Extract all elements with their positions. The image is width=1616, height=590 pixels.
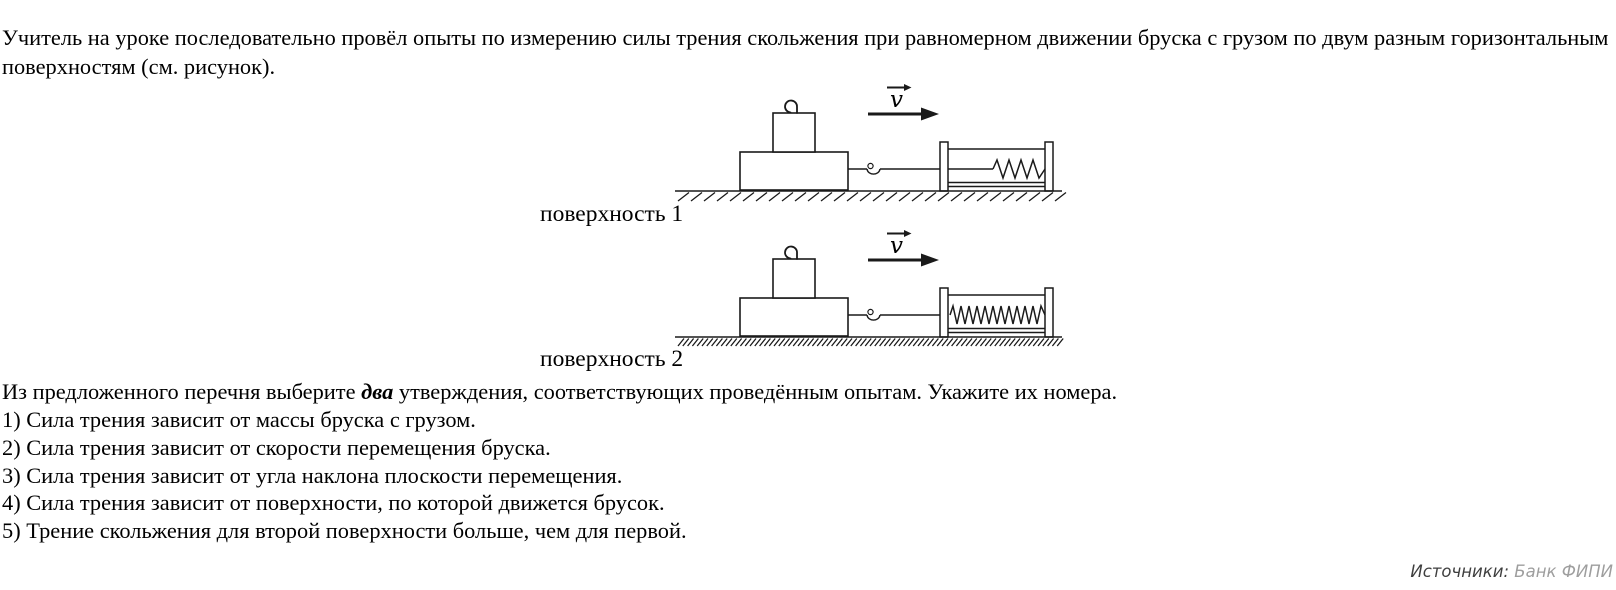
prompt-suffix: утверждения, соответствующих проведённым… — [393, 379, 1118, 404]
velocity-label: v — [890, 87, 903, 113]
prompt-emphasis: два — [361, 379, 394, 404]
spring-stretched — [949, 303, 1046, 325]
weight — [772, 258, 816, 299]
dynamometer-right-post — [1044, 287, 1054, 338]
weight-hook — [784, 99, 798, 114]
velocity-hat-arrowhead — [904, 84, 912, 91]
answer-option-3: 3) Сила трения зависит от угла наклона п… — [2, 462, 623, 488]
source-label: Источники: — [1410, 562, 1510, 581]
weight-hook — [784, 245, 798, 260]
dynamometer-left-post — [939, 141, 949, 192]
connecting-rod — [848, 162, 942, 175]
dynamometer — [939, 141, 1054, 192]
velocity-arrowhead — [921, 253, 939, 267]
dynamometer-right-post — [1044, 141, 1054, 192]
answer-option-5: 5) Трение скольжения для второй поверхно… — [2, 518, 687, 544]
weight — [772, 112, 816, 153]
experiment-figure-surface-1: v — [675, 84, 1067, 202]
block-with-weight — [739, 99, 849, 191]
answer-options-list: 1) Сила трения зависит от массы бруска с… — [2, 406, 1614, 545]
ground-hatching-sparse — [677, 191, 1067, 202]
velocity-vector: v — [868, 230, 939, 267]
velocity-arrowhead — [921, 107, 939, 121]
prompt-prefix: Из предложенного перечня выберите — [2, 379, 362, 404]
ground-hatching-dense — [677, 338, 1064, 347]
surface-1-label: поверхность 1 — [540, 201, 684, 227]
block — [739, 297, 849, 337]
block — [739, 151, 849, 191]
velocity-label: v — [890, 233, 903, 259]
velocity-hat-arrowhead — [904, 230, 912, 237]
task-intro-text: Учитель на уроке последовательно провёл … — [2, 25, 1609, 79]
dynamometer-left-post — [939, 287, 949, 338]
velocity-vector: v — [868, 84, 939, 121]
hook-eye-ring — [867, 162, 874, 170]
surface-2-label: поверхность 2 — [540, 346, 684, 372]
answer-option-2: 2) Сила трения зависит от скорости перем… — [2, 434, 551, 460]
answer-option-1: 1) Сила трения зависит от массы бруска с… — [2, 407, 476, 432]
answer-option-4: 4) Сила трения зависит от поверхности, п… — [2, 490, 665, 516]
connecting-rod — [848, 308, 942, 321]
block-with-weight — [739, 245, 849, 337]
spring — [992, 157, 1046, 181]
dynamometer — [939, 287, 1054, 338]
hook-eye-loop — [866, 168, 881, 175]
source-attribution: Источники: Банк ФИПИ — [1410, 562, 1613, 581]
experiment-figure-surface-2: v — [675, 230, 1064, 347]
hook-eye-ring — [867, 308, 874, 316]
question-prompt: Из предложенного перечня выберите два ут… — [2, 378, 1614, 405]
source-value: Банк ФИПИ — [1514, 562, 1613, 581]
hook-eye-loop — [866, 314, 881, 321]
